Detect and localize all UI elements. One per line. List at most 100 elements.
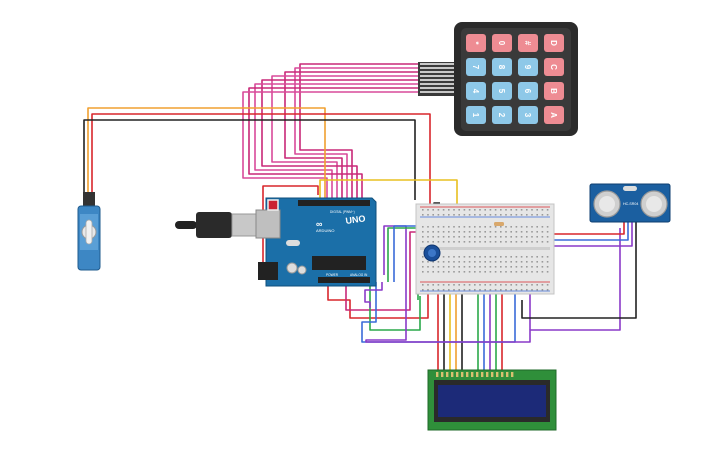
breadboard-hole [489, 226, 492, 228]
breadboard-hole [427, 284, 429, 286]
breadboard-hole [520, 261, 523, 263]
wire-blue-left[interactable] [393, 225, 422, 282]
breadboard-hole [489, 266, 492, 268]
keypad-key-label: 4 [471, 89, 480, 94]
keypad-key-label: * [471, 41, 480, 45]
keypad-key[interactable]: 1 [466, 106, 486, 124]
breadboard-hole [484, 236, 486, 238]
breadboard-hole [531, 241, 533, 243]
breadboard-hole [427, 266, 429, 268]
breadboard-hole [422, 266, 424, 268]
keypad-key[interactable]: A [544, 106, 564, 124]
wire-keypad-7[interactable] [248, 87, 420, 200]
wire-servo-vcc[interactable] [91, 113, 431, 212]
keypad-key[interactable]: 4 [466, 82, 486, 100]
breadboard-hole [453, 261, 455, 263]
lcd-pin [486, 372, 489, 377]
breadboard-hole [531, 284, 533, 286]
wire-loop-purple[interactable] [364, 282, 383, 308]
breadboard-hole [546, 271, 549, 273]
breadboard-hole [531, 289, 533, 291]
breadboard-hole [484, 266, 486, 268]
lcd-16x2[interactable] [427, 369, 557, 431]
keypad-key[interactable]: C [544, 58, 564, 76]
keypad-key-face [466, 106, 486, 124]
breadboard-hole [437, 271, 440, 273]
wire-keypad-2[interactable] [294, 67, 420, 200]
wire-servo-signal[interactable] [87, 107, 326, 200]
breadboard-hole [458, 266, 460, 268]
keypad-key[interactable]: 9 [518, 58, 538, 76]
breadboard-hole [458, 256, 460, 258]
wire-keypad-3[interactable] [284, 71, 420, 200]
usb-cable[interactable] [175, 212, 269, 238]
breadboard-hole [479, 256, 481, 258]
breadboard-hole [484, 261, 486, 263]
keypad-key[interactable]: # [518, 34, 538, 52]
wire-keypad-5[interactable] [261, 79, 420, 200]
breadboard-hole [458, 271, 460, 273]
arduino-uno[interactable]: ARDUINO UNO ∞ DIGITAL (PWM~) POWER ANALO… [255, 197, 377, 287]
breadboard-hole [500, 241, 502, 243]
keypad-pin [420, 91, 456, 93]
breadboard-hole [520, 226, 523, 228]
keypad-key[interactable]: D [544, 34, 564, 52]
wire-loop-red[interactable] [327, 282, 429, 319]
breadboard-hole [489, 241, 492, 243]
wire-keypad-8[interactable] [242, 91, 420, 200]
analog-label: ANALOG IN [350, 273, 368, 277]
digital-header [298, 200, 370, 206]
wire-us-gnd[interactable] [521, 222, 637, 319]
lcd-pins [436, 372, 514, 377]
breadboard-hole [500, 214, 502, 216]
breadboard-hole [489, 214, 492, 216]
ultrasonic-sensor[interactable]: HC-SR04 [589, 183, 671, 223]
breadboard-hole [489, 289, 492, 291]
keypad-key[interactable]: 5 [492, 82, 512, 100]
breadboard-hole [474, 231, 476, 233]
arduino-oo-logo: ∞ [316, 219, 323, 229]
breadboard-hole [458, 226, 460, 228]
resistor[interactable] [494, 222, 504, 226]
breadboard[interactable] [415, 203, 555, 295]
keypad-key[interactable]: B [544, 82, 564, 100]
keypad-key-face [466, 58, 486, 76]
keypad-key[interactable]: 2 [492, 106, 512, 124]
keypad-pin [420, 79, 456, 81]
breadboard-hole [541, 289, 544, 291]
breadboard-hole [474, 284, 476, 286]
breadboard-hole [510, 256, 512, 258]
breadboard-hole [510, 261, 512, 263]
breadboard-hole [448, 271, 450, 273]
breadboard-hole [526, 226, 528, 228]
breadboard-hole [422, 241, 424, 243]
wire-5v[interactable] [319, 179, 458, 215]
keypad-pin [420, 75, 456, 77]
breadboard-hole [526, 289, 528, 291]
wire-servo-gnd[interactable] [83, 119, 416, 200]
lcd-pin [441, 372, 444, 377]
breadboard-hole [463, 261, 466, 263]
breadboard-hole [510, 236, 512, 238]
keypad-key[interactable]: 7 [466, 58, 486, 76]
breadboard-hole [437, 284, 440, 286]
wire-green-left[interactable] [387, 227, 419, 300]
breadboard-hole [453, 209, 455, 211]
keypad-pin [420, 83, 456, 85]
servo-motor[interactable] [77, 192, 101, 271]
breadboard-hole [536, 241, 538, 243]
keypad-key[interactable]: 0 [492, 34, 512, 52]
wire-us-vcc[interactable] [520, 222, 625, 235]
breadboard-hole [494, 289, 497, 291]
keypad-key[interactable]: 6 [518, 82, 538, 100]
breadboard-hole [463, 231, 466, 233]
wire-loop-blue[interactable] [361, 232, 516, 343]
keypad-key[interactable]: 3 [518, 106, 538, 124]
breadboard-hole [500, 261, 502, 263]
keypad-key[interactable]: * [466, 34, 486, 52]
keypad-key[interactable]: 8 [492, 58, 512, 76]
breadboard-hole [505, 289, 507, 291]
reset-button[interactable] [267, 199, 279, 211]
